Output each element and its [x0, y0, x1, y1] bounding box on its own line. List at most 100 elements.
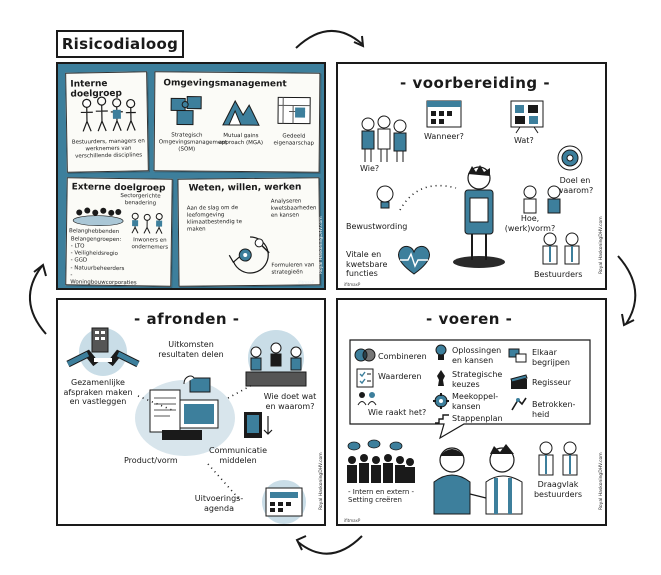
label-uitkomsten: Uitkomsten resultaten delen — [158, 340, 224, 359]
mountain-icon — [222, 99, 260, 126]
voorbereiding-heading: - voorbereiding - — [400, 74, 551, 92]
arrow-top-icon — [295, 30, 365, 49]
weten-right-bottom: Formuleren van strategieën — [271, 262, 315, 276]
weten-right-top: Analyseren kwetsbaarheden en kansen — [270, 198, 317, 220]
label-product: Product/vorm — [124, 456, 178, 465]
omgeving-item-2: Gedeeld eigenaarschap — [273, 133, 315, 147]
mobile-icon — [244, 412, 273, 438]
label-uitvoering: Uitvoerings-agenda — [194, 494, 244, 513]
arrow-bottom-icon — [295, 535, 363, 555]
note-omgevingsmanagement: Omgevingsmanagement Strategisch Omgeving… — [153, 71, 321, 173]
duo-icon — [523, 185, 561, 214]
persons-small-icon — [357, 392, 377, 406]
note-externe-doelgroep: Externe doelgroep Sectorgerichte benader… — [65, 177, 173, 287]
bestuurders-icon — [542, 232, 580, 265]
weten-title: Weten, willen, werken — [188, 182, 302, 194]
chess-icon — [437, 370, 445, 386]
team-icon — [361, 115, 407, 162]
afronden-heading: - afronden - — [134, 310, 240, 328]
gear-icon — [433, 393, 449, 409]
externe-title: Externe doelgroep — [71, 182, 166, 194]
label-bewust: Bewustwording — [346, 222, 408, 231]
calculator-icon — [262, 480, 306, 524]
voeren-heading: - voeren - — [426, 310, 513, 328]
bubble-combineren: Combineren — [378, 352, 427, 361]
externe-inwoners: Inwoners en ondernemers — [131, 237, 169, 251]
signature: Royal HaskoningDHV.com — [319, 452, 324, 510]
label-communicatie: Communicatie middelen — [208, 446, 267, 465]
signature: Royal HaskoningDHV.com — [599, 452, 604, 510]
hands-icon — [511, 397, 527, 411]
family-icon — [131, 212, 163, 234]
label-wie: Wie? — [360, 164, 380, 173]
corner-mark: ifitmaxP — [298, 280, 315, 285]
crowd-icon — [347, 439, 415, 483]
puzzle-icon — [170, 96, 202, 126]
computer-setup-icon — [135, 375, 235, 456]
dotted-path-icon — [399, 184, 457, 211]
corner-mark: ifitmaxP — [344, 282, 361, 287]
interne-desc: Bestuurders, managers en werknemers van … — [71, 138, 145, 160]
externe-list: Belangengroepen: - LTO - Veiligheidsregi… — [70, 236, 137, 287]
people-icon — [80, 96, 136, 132]
panel-risicodialoog-overview: Interne doelgroep Bestuurders, managers … — [56, 62, 326, 290]
lightbulb-icon — [376, 185, 394, 209]
cycle-icon — [228, 236, 270, 274]
bulb-small-icon — [435, 344, 447, 360]
label-gezamenlijke: Gezamenlijke afspraken maken en vastlegg… — [63, 378, 133, 407]
label-wie-doet: Wie doet wat en waarom? — [263, 392, 317, 411]
signature: Royal HaskoningDHV.com — [319, 216, 324, 274]
presenter-icon — [453, 165, 505, 268]
speech-bubble-shape — [349, 339, 591, 440]
omgeving-item-1: Mutual gains approach (MGA) — [218, 132, 264, 147]
panel-voorbereiding: - voorbereiding - Wie? Wanneer? Wat? Doe… — [336, 62, 607, 290]
bubble-stappenplan: Stappenplan — [452, 414, 503, 423]
target-icon — [557, 145, 583, 171]
checklist-icon — [356, 368, 374, 388]
stairs-icon — [435, 414, 449, 424]
externe-list-item: - Natuurbeheerders — [70, 264, 125, 272]
label-vitale: Vitale en kwetsbare functies — [346, 250, 388, 279]
clapper-icon — [510, 374, 528, 389]
panel-voeren: - voeren - Combineren Waarderen Wie raak… — [336, 298, 607, 526]
bestuurders-pair-icon — [538, 441, 578, 476]
bubble-regisseur: Regisseur — [532, 378, 572, 387]
handshake-icon — [66, 327, 140, 376]
combine-icon — [354, 348, 376, 362]
dotted-links-icon — [137, 383, 255, 501]
omgeving-item-0: Strategisch Omgevingsmanagement (SOM) — [158, 132, 227, 153]
label-bestuurders: Bestuurders — [534, 270, 583, 279]
meeting-icon — [245, 330, 307, 387]
omgeving-title: Omgevingsmanagement — [163, 78, 287, 90]
label-intern: - Intern en extern - Setting creëren — [348, 488, 415, 505]
note-weten-willen-werken: Weten, willen, werken Aan de slag om de … — [177, 177, 321, 287]
corner-mark: ifitmaxP — [344, 518, 361, 523]
conversation-icon — [433, 444, 523, 515]
arrow-right-icon — [617, 255, 637, 327]
label-hoe: Hoe, (werk)vorm? — [504, 214, 556, 233]
bubble-meekoppel: Meekoppel-kansen — [452, 392, 499, 411]
externe-belang: Belanghebbenden — [68, 228, 120, 236]
label-doel: Doel en waarom? — [556, 176, 594, 195]
speech-pair-icon — [508, 348, 527, 363]
externe-list-item: - Woningbouwcorporaties — [70, 272, 137, 287]
weten-left: Aan de slag om de leefomgeving klimaatbe… — [186, 205, 242, 234]
page-title: Risicodialoog — [56, 30, 184, 58]
bubble-oplossingen: Oplossingen en kansen — [452, 346, 502, 365]
group-icon — [72, 207, 124, 227]
note-interne-doelgroep: Interne doelgroep Bestuurders, managers … — [65, 71, 149, 173]
arrow-left-icon — [29, 263, 47, 335]
bubble-strategische: Strategische keuzes — [452, 370, 503, 389]
panel-afronden: - afronden - Gezamenlijke afspraken make… — [56, 298, 326, 526]
label-draagvlak: Draagvlak bestuurders — [533, 480, 583, 499]
board-icon — [510, 100, 544, 134]
calendar-icon — [426, 100, 462, 128]
label-wat: Wat? — [514, 136, 534, 145]
heart-icon — [398, 245, 430, 275]
map-icon — [277, 96, 311, 125]
bubble-betrokkenheid: Betrokken-heid — [532, 400, 576, 419]
bubble-elkaar: Elkaar begrijpen — [532, 348, 570, 367]
label-wanneer: Wanneer? — [424, 132, 464, 141]
bubble-wie-raakt: Wie raakt het? — [368, 408, 427, 417]
signature: Royal HaskoningDHV.com — [599, 216, 604, 274]
